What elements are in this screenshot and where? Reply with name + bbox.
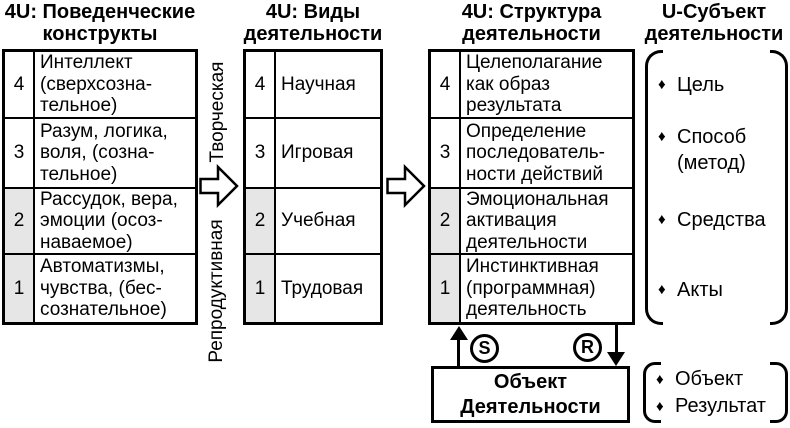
table-row: 2 Учебная (246, 189, 380, 255)
row-number: 1 (5, 255, 35, 322)
axis-label-creative: Творческая (207, 61, 228, 163)
table-row: 2 Эмоциональная активация деятельности (431, 189, 632, 255)
subject-item-label: Способ (метод) (677, 126, 747, 174)
row-text: Трудовая (281, 277, 364, 299)
flow-arrow-right-icon (199, 164, 239, 208)
table-row: 1 Трудовая (246, 255, 380, 322)
object-result-bracket (643, 362, 788, 423)
subject-item-label: Акты (677, 279, 723, 301)
row-text: Учебная (281, 210, 356, 232)
arrow-up-icon (450, 326, 468, 340)
table-activity-structure: 4 Целеполагание как образ результата 3 О… (428, 49, 635, 325)
flow-arrow-right-icon (386, 164, 426, 208)
row-text: Эмоциональная активация деятельности (466, 188, 609, 253)
row-text: Игровая (281, 142, 354, 164)
column-title-activity-types: 4U: Виды деятельности (243, 1, 383, 45)
stimulus-circle: S (470, 334, 499, 363)
subject-item-label: Средства (677, 209, 766, 231)
column-title-subject: U-Субъект деятельности (644, 1, 784, 45)
diamond-bullet-icon: ♦ (658, 128, 666, 145)
row-number: 4 (431, 52, 461, 117)
object-of-activity-box: Объект Деятельности (431, 366, 630, 423)
row-number: 3 (431, 119, 461, 187)
bracket-right-icon (770, 362, 788, 423)
arrow-down-icon (607, 352, 625, 366)
table-row: 1 Инстинктивная (программная) деятельнос… (431, 255, 632, 322)
row-number: 3 (246, 119, 276, 187)
table-row: 3 Игровая (246, 119, 380, 189)
row-text: Целеполагание как образ результата (466, 52, 603, 117)
table-row: 4 Интеллект (сверхсозна- тельное) (5, 52, 195, 119)
stimulus-label: S (478, 338, 491, 358)
object-result-list: ♦ Объект ♦ Результат (656, 366, 766, 420)
row-number: 3 (5, 119, 35, 187)
table-activity-types: 4 Научная 3 Игровая 2 Учебная 1 Трудовая (243, 49, 383, 325)
row-number: 2 (431, 189, 461, 253)
row-text: Разум, логика, воля, (созна- тельное) (40, 120, 168, 185)
row-number: 1 (431, 255, 461, 322)
axis-label-reproductive: Репродуктивная (206, 219, 227, 363)
subject-item-goal: ♦ Цель (658, 72, 724, 98)
bracket-left-icon (645, 50, 663, 325)
column-title-constructs: 4U: Поведенческие конструкты (4, 1, 196, 45)
subject-item-acts: ♦ Акты (658, 277, 723, 303)
object-result-label: Результат (675, 395, 766, 417)
row-text: Интеллект (сверхсозна- тельное) (40, 52, 153, 117)
row-number: 2 (5, 189, 35, 253)
subject-bracket: ♦ Цель ♦ Способ (метод) ♦ Средства ♦ Акт… (645, 50, 788, 325)
table-constructs: 4 Интеллект (сверхсозна- тельное) 3 Разу… (2, 49, 198, 325)
subject-item-label: Цель (677, 74, 725, 96)
subject-item-means: ♦ Средства (658, 207, 766, 233)
diamond-bullet-icon: ♦ (656, 398, 664, 415)
diamond-bullet-icon: ♦ (656, 371, 664, 388)
column-title-activity-structure: 4U: Структура деятельности (461, 1, 602, 45)
table-row: 3 Определение последователь- ности дейст… (431, 119, 632, 189)
row-number: 4 (5, 52, 35, 117)
row-number: 1 (246, 255, 276, 322)
diamond-bullet-icon: ♦ (658, 211, 666, 228)
row-number: 4 (246, 52, 276, 117)
row-text: Инстинктивная (программная) деятельность (466, 256, 599, 321)
response-label: R (581, 337, 594, 357)
object-result-label: Объект (675, 368, 744, 390)
diamond-bullet-icon: ♦ (658, 76, 666, 93)
table-row: 1 Автоматизмы, чувства, (бес- сознательн… (5, 255, 195, 322)
object-result-item: ♦ Результат (656, 393, 766, 420)
bracket-right-icon (770, 50, 788, 325)
row-text: Рассудок, вера, эмоции (осоз- наваемое) (40, 188, 178, 253)
table-row: 4 Целеполагание как образ результата (431, 52, 632, 119)
table-row: 2 Рассудок, вера, эмоции (осоз- наваемое… (5, 189, 195, 255)
bracket-left-icon (643, 362, 661, 423)
diamond-bullet-icon: ♦ (658, 281, 666, 298)
object-result-item: ♦ Объект (656, 366, 766, 393)
row-text: Научная (281, 73, 356, 95)
subject-item-method: ♦ Способ (метод) (658, 124, 746, 176)
table-row: 3 Разум, логика, воля, (созна- тельное) (5, 119, 195, 189)
row-text: Определение последователь- ности действи… (466, 120, 606, 185)
row-text: Автоматизмы, чувства, (бес- сознательное… (40, 256, 167, 321)
r-connector-line (615, 325, 618, 353)
table-row: 4 Научная (246, 52, 380, 119)
response-circle: R (573, 333, 602, 362)
row-number: 2 (246, 189, 276, 253)
s-connector-line (457, 340, 460, 367)
